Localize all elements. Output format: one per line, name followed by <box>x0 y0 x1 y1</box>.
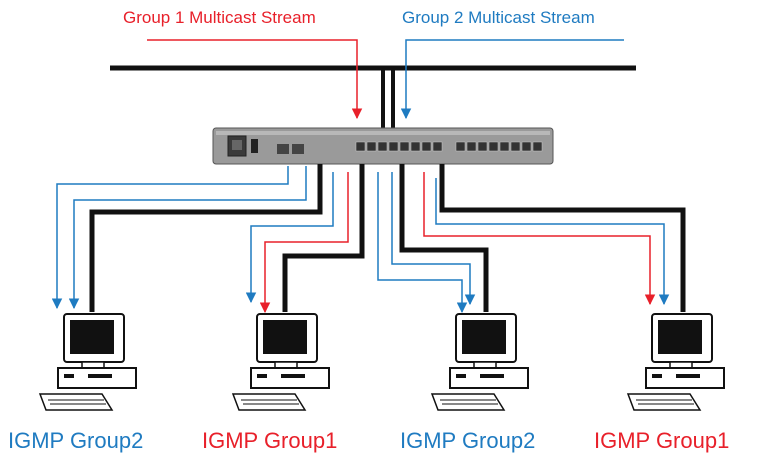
host-computers <box>38 313 725 411</box>
switch <box>212 127 554 165</box>
port-row-a <box>355 141 443 152</box>
switch-port <box>499 141 510 152</box>
switch-port <box>399 141 410 152</box>
group2-stream-label: Group 2 Multicast Stream <box>402 8 595 27</box>
cables <box>89 164 686 312</box>
host-1-label: IGMP Group2 <box>8 428 144 453</box>
host-4-label: IGMP Group1 <box>594 428 730 453</box>
uplink-ports <box>277 144 304 154</box>
host-2-label: IGMP Group1 <box>202 428 338 453</box>
switch-port <box>488 141 499 152</box>
multicast-paths <box>51 166 670 314</box>
switch-port <box>521 141 532 152</box>
group1-stream-arrow <box>147 39 363 120</box>
port-row-b <box>455 141 543 152</box>
computer-icon <box>38 313 137 411</box>
switch-port <box>466 141 477 152</box>
switch-port <box>366 141 377 152</box>
switch-port <box>455 141 466 152</box>
switch-port <box>432 141 443 152</box>
backbone-bus <box>110 65 636 132</box>
computer-icon <box>430 313 529 411</box>
switch-port <box>377 141 388 152</box>
switch-port <box>532 141 543 152</box>
computer-icon <box>626 313 725 411</box>
computer-icon <box>231 313 330 411</box>
switch-port <box>355 141 366 152</box>
switch-port <box>388 141 399 152</box>
group2-stream-arrow <box>400 39 624 120</box>
switch-port <box>421 141 432 152</box>
switch-port <box>510 141 521 152</box>
switch-port <box>410 141 421 152</box>
host-3-label: IGMP Group2 <box>400 428 536 453</box>
power-socket-icon <box>227 135 247 157</box>
switch-port <box>477 141 488 152</box>
power-switch-icon <box>251 139 258 153</box>
group1-stream-label: Group 1 Multicast Stream <box>123 8 316 27</box>
